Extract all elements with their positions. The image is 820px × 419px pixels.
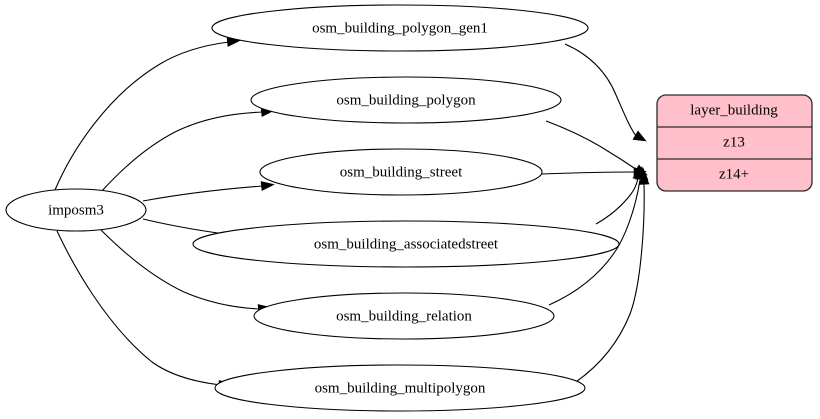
node-osm_building_street-shape[interactable] <box>259 148 543 196</box>
edge-imposm3-to-osm_building_multipolygon <box>56 230 222 386</box>
edge-imposm3-to-osm_building_street <box>142 185 263 202</box>
node-osm_building_relation[interactable]: osm_building_relation <box>253 292 555 340</box>
edge-osm_building_polygon_gen1-to-layer_building-z13 <box>564 43 637 137</box>
arrowhead-layer_building-z14-e <box>638 171 650 185</box>
node-osm_building_multipolygon-label: osm_building_multipolygon <box>315 380 486 396</box>
node-osm_building_relation-label: osm_building_relation <box>336 308 472 324</box>
node-osm_building_associatedstreet-label: osm_building_associatedstreet <box>314 236 499 252</box>
node-osm_building_multipolygon[interactable]: osm_building_multipolygon <box>214 364 586 412</box>
node-osm_building_relation-shape[interactable] <box>253 292 555 340</box>
node-imposm3-shape[interactable] <box>5 188 147 232</box>
layer_building-row-z13: z13 <box>723 134 745 150</box>
node-osm_building_polygon_gen1-label: osm_building_polygon_gen1 <box>312 20 488 36</box>
edge-imposm3-to-osm_building_polygon_gen1 <box>54 41 230 191</box>
node-osm_building_polygon[interactable]: osm_building_polygon <box>250 76 562 124</box>
edge-imposm3-to-osm_building_relation <box>100 229 261 310</box>
node-osm_building_associatedstreet-shape[interactable] <box>192 220 620 268</box>
edge-osm_building_associatedstreet-to-layer_building-z14 <box>595 177 639 225</box>
node-layer_building-shape[interactable] <box>656 94 813 192</box>
node-osm_building_street-label: osm_building_street <box>340 164 463 180</box>
node-osm_building_associatedstreet[interactable]: osm_building_associatedstreet <box>192 220 620 268</box>
node-layer_building[interactable]: layer_building z13 z14+ <box>656 94 813 192</box>
node-imposm3-label: imposm3 <box>48 202 104 218</box>
edge-osm_building_street-to-layer_building-z14 <box>541 171 635 175</box>
arrowhead-osm_building_street <box>260 181 275 191</box>
node-osm_building_polygon-label: osm_building_polygon <box>336 92 476 108</box>
node-osm_building_street[interactable]: osm_building_street <box>259 148 543 196</box>
edge-osm_building_polygon-to-layer_building-z14 <box>545 120 638 171</box>
edge-group-tables-to-layer <box>541 43 650 385</box>
edge-osm_building_multipolygon-to-layer_building-z14 <box>572 183 645 385</box>
node-osm_building_polygon-shape[interactable] <box>250 76 562 124</box>
node-imposm3[interactable]: imposm3 <box>5 188 147 232</box>
edge-imposm3-to-osm_building_polygon <box>100 111 264 193</box>
node-osm_building_polygon_gen1-shape[interactable] <box>211 4 589 52</box>
node-osm_building_multipolygon-shape[interactable] <box>214 364 586 412</box>
arrowhead-layer_building-z13 <box>632 130 647 142</box>
layer_building-row-title: layer_building <box>690 102 778 118</box>
node-osm_building_polygon_gen1[interactable]: osm_building_polygon_gen1 <box>211 4 589 52</box>
layer_building-row-z14: z14+ <box>719 166 749 182</box>
